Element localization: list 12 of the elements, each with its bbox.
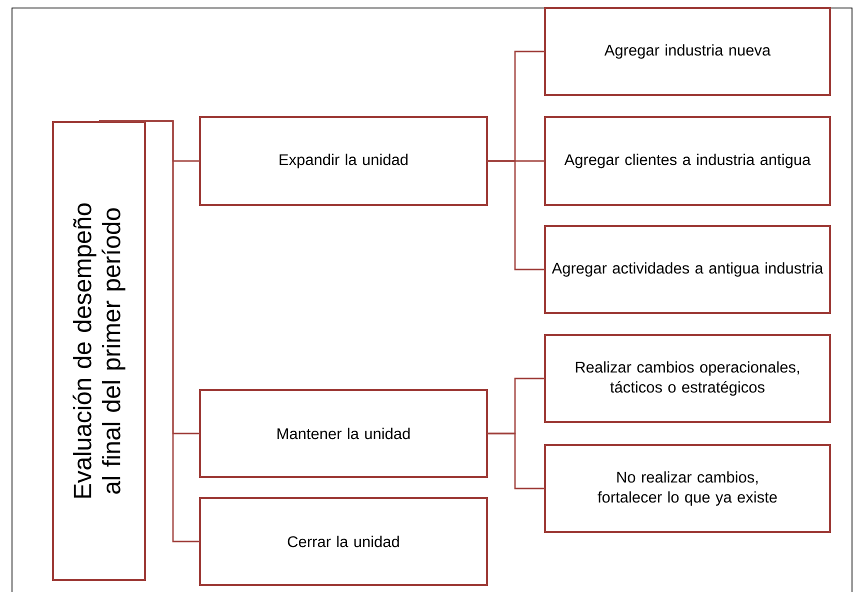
process-box: Agregar actividades a antigua industria (544, 225, 831, 314)
title-box: Evaluación de desempeño al final del primer período (52, 121, 146, 581)
process-box: Mantener la unidad (199, 389, 488, 478)
process-box: Realizar cambios operacionales, tácticos o estratégicos (544, 334, 831, 423)
process-box: Cerrar la unidad (199, 497, 488, 586)
process-box: No realizar cambios, fortalecer lo que ya existe (544, 444, 831, 533)
connector-line (488, 160, 544, 270)
connector-line (488, 432, 544, 490)
process-box: Expandir la unidad (199, 116, 488, 206)
connector-line (99, 120, 199, 542)
process-box: Agregar clientes a industria antigua (544, 116, 831, 206)
process-box: Agregar industria nueva (544, 7, 831, 96)
